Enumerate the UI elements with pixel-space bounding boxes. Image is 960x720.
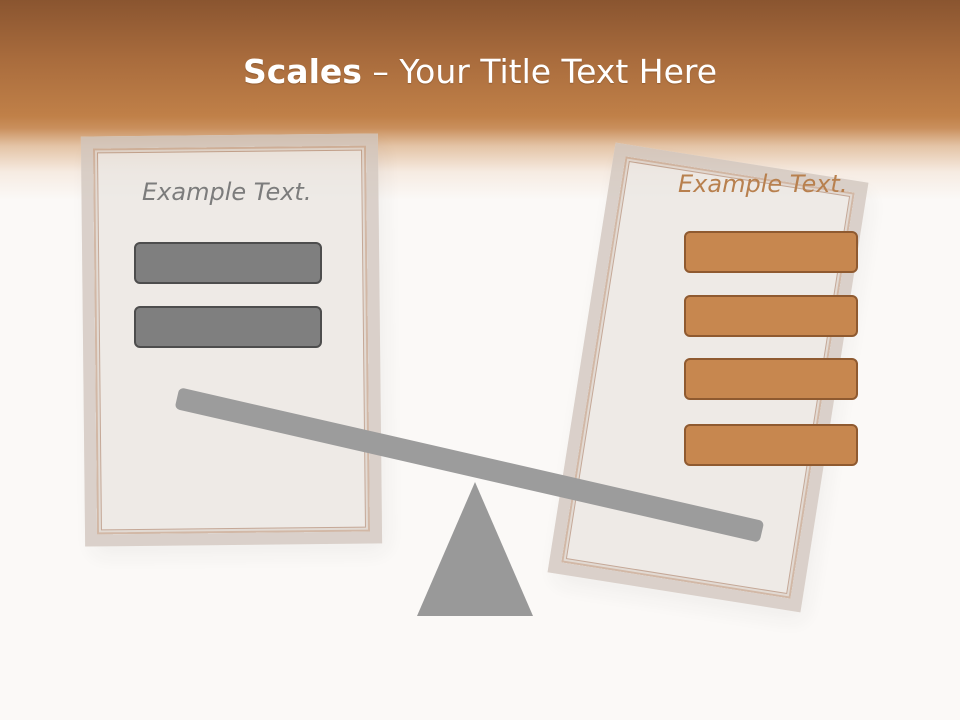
right-bar-4 [684, 424, 858, 466]
left-bar-1 [134, 242, 322, 284]
left-example-text: Example Text. [142, 178, 312, 206]
right-bar-1 [684, 231, 858, 273]
title-rest: – Your Title Text Here [361, 52, 718, 91]
right-bar-2 [684, 295, 858, 337]
scale-fulcrum [417, 482, 533, 616]
right-bar-3 [684, 358, 858, 400]
right-example-text: Example Text. [678, 170, 848, 198]
title-bold: Scales [242, 52, 362, 91]
left-bar-2 [134, 306, 322, 348]
slide-title: Scales – Your Title Text Here [0, 52, 960, 91]
